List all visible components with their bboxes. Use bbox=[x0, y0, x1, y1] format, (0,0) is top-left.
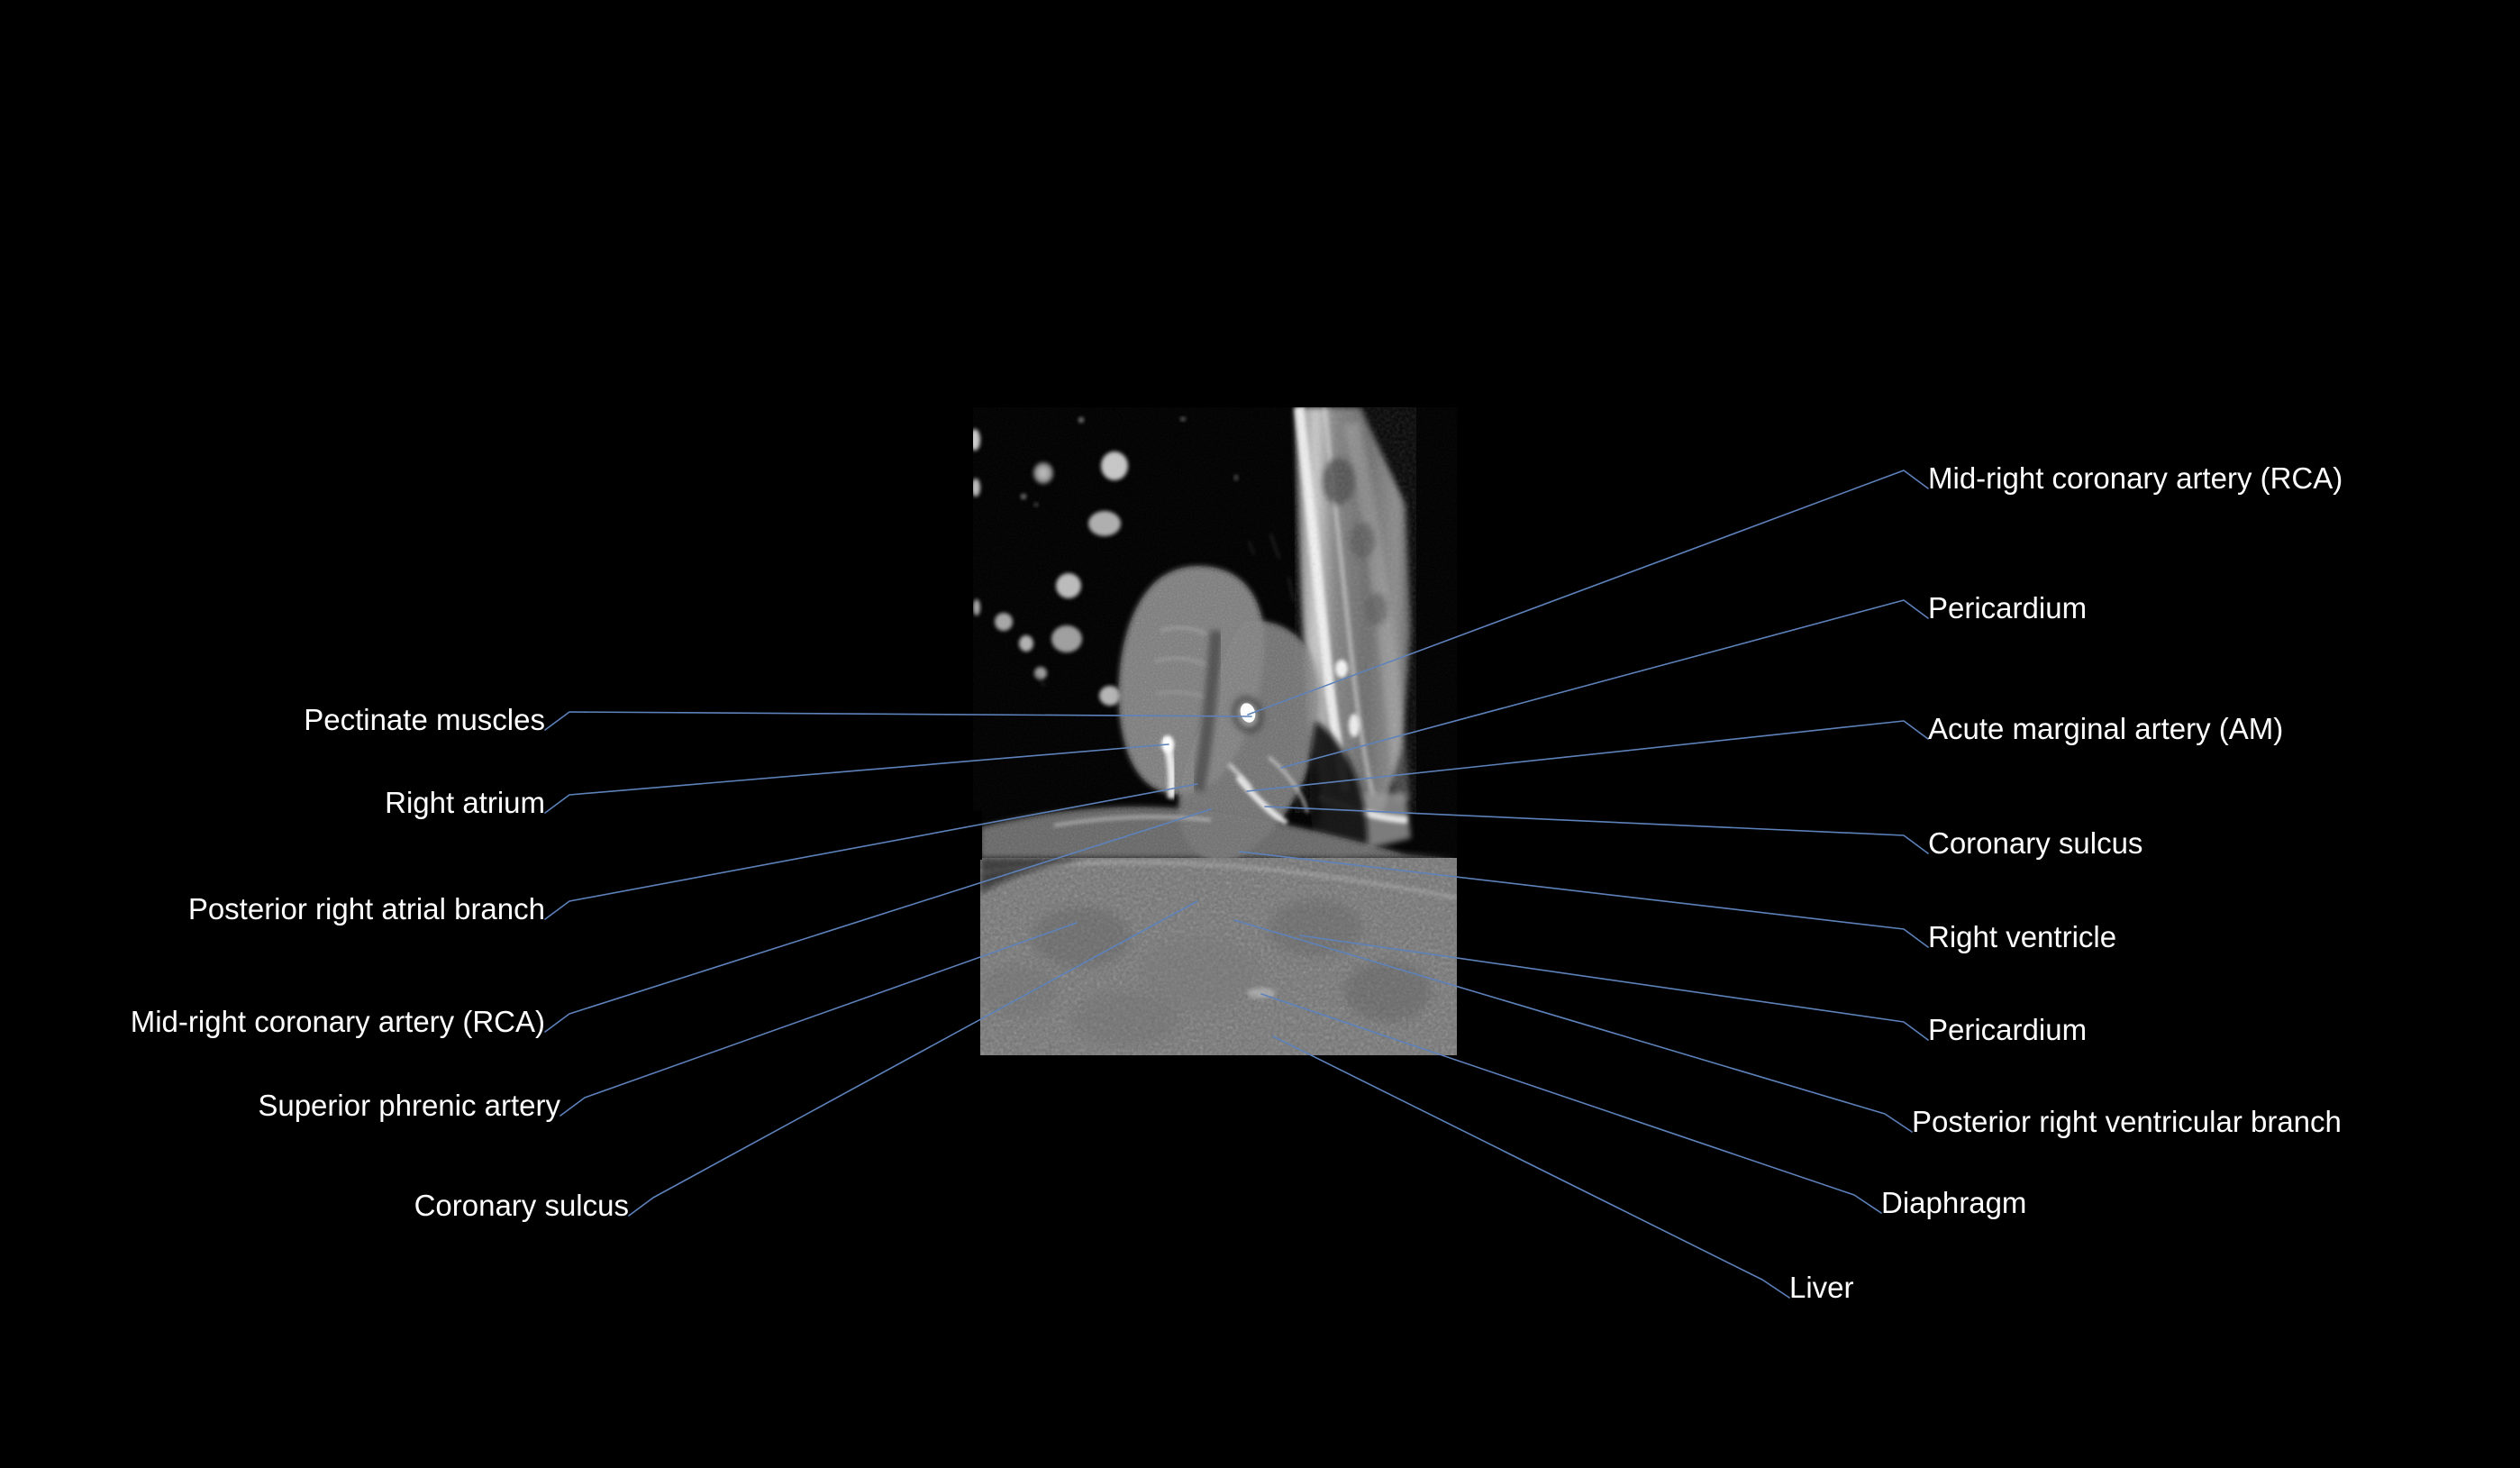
label-posterior-right-ventricular-branch: Posterior right ventricular branch bbox=[1912, 1105, 2342, 1138]
leader-line-diaphragm bbox=[1260, 993, 1882, 1214]
label-right-ventricle: Right ventricle bbox=[1928, 920, 2116, 953]
leader-line-mid-rca-left bbox=[544, 808, 1212, 1033]
leader-line-mid-rca-right bbox=[1247, 470, 1929, 716]
leader-line-posterior-right-atrial-branch bbox=[544, 783, 1198, 920]
leader-line-liver bbox=[1272, 1035, 1790, 1299]
leader-line-posterior-right-ventricular-branch bbox=[1233, 919, 1913, 1133]
leader-line-right-ventricle bbox=[1239, 851, 1929, 948]
leader-line-pericardium-lower bbox=[1299, 935, 1929, 1041]
label-acute-marginal-artery: Acute marginal artery (AM) bbox=[1928, 712, 2283, 745]
leader-line-pericardium-upper bbox=[1280, 599, 1929, 769]
ct-image-upper-block bbox=[973, 407, 1457, 858]
label-pericardium-lower: Pericardium bbox=[1928, 1013, 2087, 1046]
label-mid-right-coronary-artery-right: Mid-right coronary artery (RCA) bbox=[1928, 461, 2343, 495]
label-pericardium-upper: Pericardium bbox=[1928, 591, 2087, 625]
leader-line-acute-marginal-artery bbox=[1246, 720, 1929, 792]
label-coronary-sulcus-left: Coronary sulcus bbox=[414, 1189, 629, 1222]
label-diaphragm: Diaphragm bbox=[1881, 1186, 2026, 1219]
label-liver: Liver bbox=[1789, 1271, 1854, 1304]
liver-parenchyma bbox=[980, 899, 1431, 1045]
label-posterior-right-atrial-branch: Posterior right atrial branch bbox=[188, 892, 545, 925]
label-mid-right-coronary-artery-left: Mid-right coronary artery (RCA) bbox=[131, 1005, 545, 1038]
annotation-labels-right: Mid-right coronary artery (RCA) Pericard… bbox=[1789, 461, 2343, 1304]
label-right-atrium: Right atrium bbox=[385, 786, 545, 819]
leader-line-right-atrium bbox=[544, 743, 1169, 814]
ct-image-lower-block-liver bbox=[980, 858, 1457, 1055]
label-coronary-sulcus-right: Coronary sulcus bbox=[1928, 826, 2142, 860]
annotation-labels-left: Pectinate muscles Right atrium Posterior… bbox=[131, 703, 629, 1222]
leader-lines-group bbox=[544, 470, 1929, 1299]
leader-line-pectinate-muscles bbox=[544, 711, 1252, 731]
image-gap-filler bbox=[973, 811, 982, 860]
leader-line-coronary-sulcus-left bbox=[628, 900, 1198, 1217]
leader-line-superior-phrenic-artery bbox=[559, 922, 1078, 1117]
label-superior-phrenic-artery: Superior phrenic artery bbox=[258, 1089, 560, 1122]
label-pectinate-muscles: Pectinate muscles bbox=[304, 703, 545, 736]
leader-line-coronary-sulcus-right bbox=[1264, 806, 1929, 854]
